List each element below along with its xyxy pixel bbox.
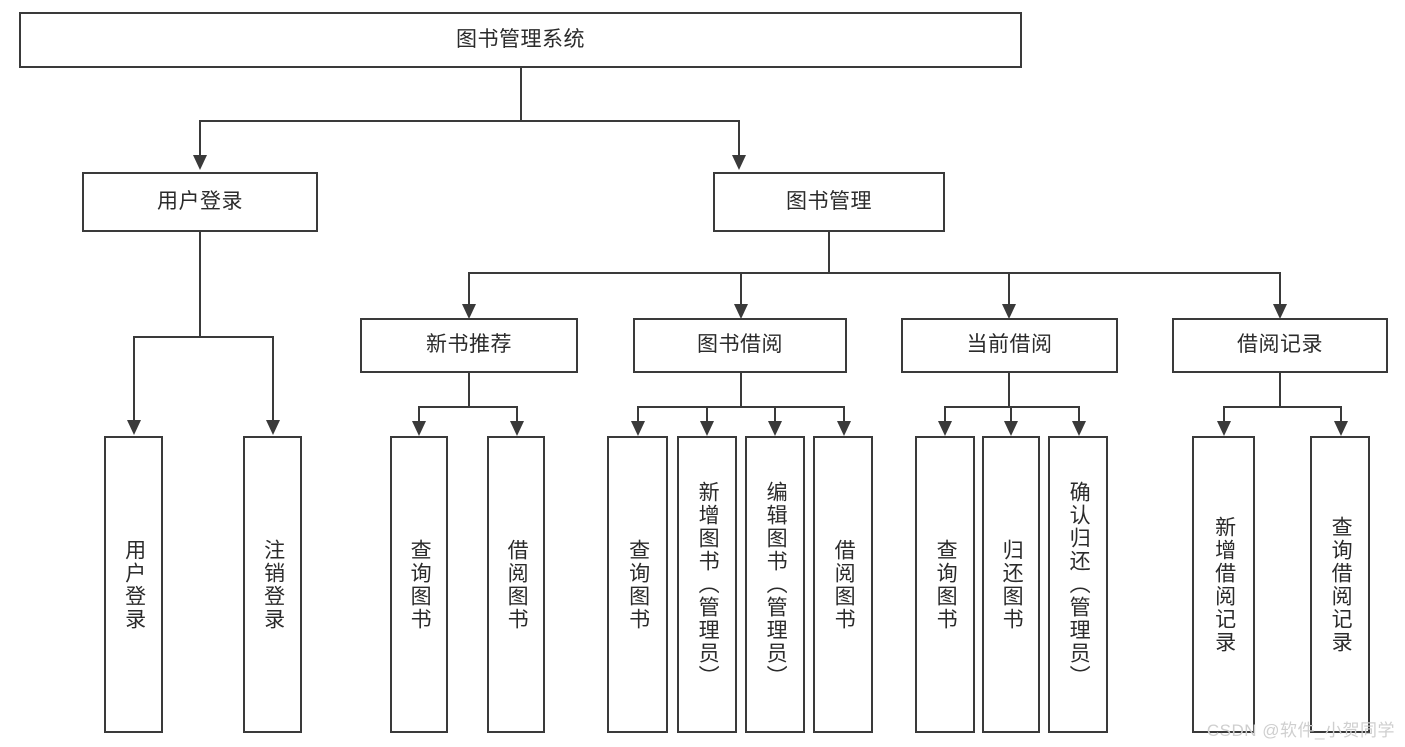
connector-g1-bar bbox=[418, 406, 516, 408]
node-label-book-manage: 图书管理 bbox=[786, 189, 872, 213]
arrow-book-borrow-icon bbox=[734, 304, 748, 319]
arrow-g3-1-icon bbox=[938, 421, 952, 436]
arrow-g2-2-icon bbox=[700, 421, 714, 436]
node-label-leaf-query-book-3: 查询图书 bbox=[934, 538, 958, 631]
node-leaf-query-book-1[interactable]: 查询图书 bbox=[390, 436, 448, 733]
node-label-leaf-add-book: 新增图书（管理员） bbox=[696, 481, 720, 688]
node-new-book-rec[interactable]: 新书推荐 bbox=[360, 318, 578, 373]
arrow-g3-2-icon bbox=[1004, 421, 1018, 436]
connector-g4-drop-1 bbox=[1223, 406, 1225, 421]
node-current-borrow[interactable]: 当前借阅 bbox=[901, 318, 1118, 373]
connector-g2-drop-4 bbox=[843, 406, 845, 421]
arrow-g4-2-icon bbox=[1334, 421, 1348, 436]
arrow-new-book-rec-icon bbox=[462, 304, 476, 319]
node-leaf-borrow-book-1[interactable]: 借阅图书 bbox=[487, 436, 545, 733]
connector-user-login-stem bbox=[199, 232, 201, 336]
node-leaf-query-book-2[interactable]: 查询图书 bbox=[607, 436, 668, 733]
arrow-g3-3-icon bbox=[1072, 421, 1086, 436]
connector-g2-drop-1 bbox=[637, 406, 639, 421]
node-leaf-query-record[interactable]: 查询借阅记录 bbox=[1310, 436, 1370, 733]
connector-book-manage-bar bbox=[468, 272, 1280, 274]
connector-book-manage-drop-1 bbox=[468, 272, 470, 304]
node-label-leaf-borrow-book-2: 借阅图书 bbox=[832, 538, 856, 631]
connector-g3-stem bbox=[1008, 373, 1010, 406]
node-label-borrow-record: 借阅记录 bbox=[1237, 333, 1323, 357]
arrow-leaf-user-login-icon bbox=[127, 420, 141, 435]
connector-g2-drop-2 bbox=[706, 406, 708, 421]
connector-g1-drop-1 bbox=[418, 406, 420, 421]
node-label-leaf-return-book: 归还图书 bbox=[1000, 538, 1024, 631]
node-user-login[interactable]: 用户登录 bbox=[82, 172, 318, 232]
connector-g1-stem bbox=[468, 373, 470, 406]
arrow-g1-2-icon bbox=[510, 421, 524, 436]
node-leaf-query-book-3[interactable]: 查询图书 bbox=[915, 436, 975, 733]
connector-g2-bar bbox=[637, 406, 843, 408]
node-label-leaf-edit-book: 编辑图书（管理员） bbox=[764, 481, 788, 688]
node-leaf-confirm-return[interactable]: 确认归还（管理员） bbox=[1048, 436, 1108, 733]
node-leaf-borrow-book-2[interactable]: 借阅图书 bbox=[813, 436, 873, 733]
connector-root-bar bbox=[199, 120, 739, 122]
node-label-leaf-query-record: 查询借阅记录 bbox=[1329, 515, 1353, 654]
arrow-g4-1-icon bbox=[1217, 421, 1231, 436]
node-label-leaf-user-login: 用户登录 bbox=[122, 538, 146, 631]
node-label-new-book-rec: 新书推荐 bbox=[426, 333, 512, 357]
node-leaf-user-login[interactable]: 用户登录 bbox=[104, 436, 163, 733]
node-root[interactable]: 图书管理系统 bbox=[19, 12, 1022, 68]
connector-book-manage-stem bbox=[828, 232, 830, 272]
node-label-leaf-confirm-return: 确认归还（管理员） bbox=[1067, 481, 1091, 688]
connector-user-login-drop-2 bbox=[272, 336, 274, 420]
node-leaf-add-record[interactable]: 新增借阅记录 bbox=[1192, 436, 1255, 733]
node-label-leaf-borrow-book-1: 借阅图书 bbox=[505, 538, 529, 631]
arrow-g2-4-icon bbox=[837, 421, 851, 436]
node-leaf-return-book[interactable]: 归还图书 bbox=[982, 436, 1040, 733]
connector-g4-bar bbox=[1223, 406, 1340, 408]
arrow-current-borrow-icon bbox=[1002, 304, 1016, 319]
connector-user-login-bar bbox=[133, 336, 273, 338]
node-book-manage[interactable]: 图书管理 bbox=[713, 172, 945, 232]
node-book-borrow[interactable]: 图书借阅 bbox=[633, 318, 847, 373]
node-leaf-logout[interactable]: 注销登录 bbox=[243, 436, 302, 733]
node-leaf-edit-book[interactable]: 编辑图书（管理员） bbox=[745, 436, 805, 733]
connector-g4-drop-2 bbox=[1340, 406, 1342, 421]
node-label-user-login: 用户登录 bbox=[157, 189, 243, 213]
arrow-g2-3-icon bbox=[768, 421, 782, 436]
arrow-borrow-record-icon bbox=[1273, 304, 1287, 319]
node-label-current-borrow: 当前借阅 bbox=[966, 333, 1053, 357]
node-label-leaf-query-book-1: 查询图书 bbox=[408, 538, 432, 631]
arrow-g2-1-icon bbox=[631, 421, 645, 436]
connector-g3-drop-2 bbox=[1010, 406, 1012, 421]
connector-g2-stem bbox=[740, 373, 742, 406]
connector-g3-drop-3 bbox=[1078, 406, 1080, 421]
arrow-user-login-icon bbox=[193, 155, 207, 170]
connector-g4-stem bbox=[1279, 373, 1281, 406]
node-borrow-record[interactable]: 借阅记录 bbox=[1172, 318, 1388, 373]
node-label-book-borrow: 图书借阅 bbox=[697, 333, 783, 357]
connector-user-login-drop-1 bbox=[133, 336, 135, 420]
connector-g3-drop-1 bbox=[944, 406, 946, 421]
node-label-leaf-query-book-2: 查询图书 bbox=[626, 538, 650, 631]
arrow-book-manage-icon bbox=[732, 155, 746, 170]
connector-root-to-user-login bbox=[199, 120, 201, 155]
node-leaf-add-book[interactable]: 新增图书（管理员） bbox=[677, 436, 737, 733]
node-label-root: 图书管理系统 bbox=[456, 27, 585, 51]
connector-book-manage-drop-4 bbox=[1279, 272, 1281, 304]
connector-root-to-book-manage bbox=[738, 120, 740, 155]
arrow-g1-1-icon bbox=[412, 421, 426, 436]
node-label-leaf-add-record: 新增借阅记录 bbox=[1212, 515, 1236, 654]
connector-g1-drop-2 bbox=[516, 406, 518, 421]
connector-book-manage-drop-3 bbox=[1008, 272, 1010, 304]
connector-book-manage-drop-2 bbox=[740, 272, 742, 304]
connector-root-stem bbox=[520, 68, 522, 120]
arrow-leaf-logout-icon bbox=[266, 420, 280, 435]
node-label-leaf-logout: 注销登录 bbox=[261, 538, 285, 631]
connector-g2-drop-3 bbox=[774, 406, 776, 421]
